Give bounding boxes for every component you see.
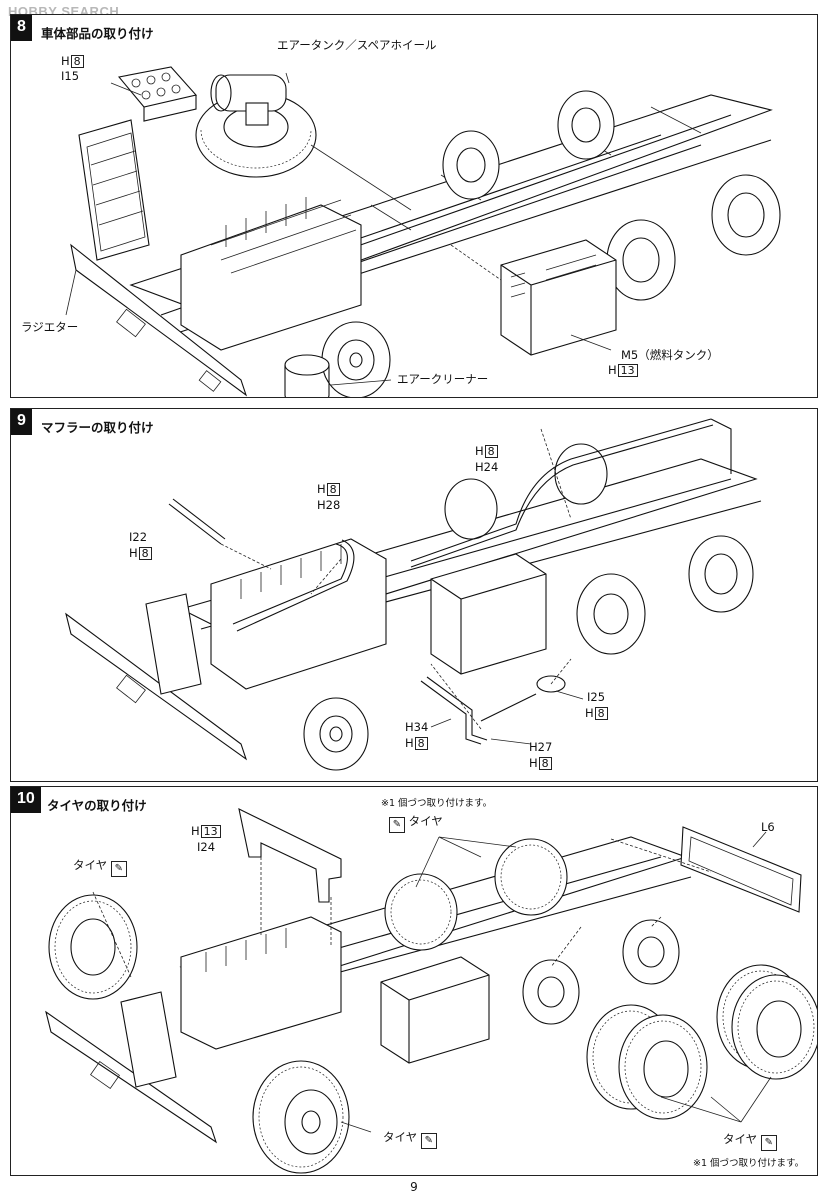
step-10-illustration xyxy=(45,808,817,1174)
h27-part-label: H27 xyxy=(529,740,553,754)
cement-icon: ✎ xyxy=(110,861,127,877)
cement-icon: ✎ xyxy=(389,817,405,833)
tire-label-bottom: タイヤ ✎ xyxy=(723,1133,777,1151)
step-10-panel: 10 タイヤの取り付け xyxy=(10,786,818,1176)
step-8-badge: 8 xyxy=(11,15,32,41)
note-one-at-a-time-top: ※1 個づつ取り付けます。 xyxy=(381,798,493,809)
h24-part-label: H24 xyxy=(475,460,499,474)
step-10-badge: 10 xyxy=(11,787,41,813)
page-number: 9 xyxy=(410,1180,418,1194)
step-9-panel: 9 マフラーの取り付け xyxy=(10,408,818,782)
tire-label-left: タイヤ ✎ xyxy=(73,859,127,877)
step-9-badge: 9 xyxy=(11,409,32,435)
cement-icon: ✎ xyxy=(420,1133,437,1149)
i24-part-label: I24 xyxy=(197,840,216,854)
step-8-panel: 8 車体部品の取り付け xyxy=(10,14,818,398)
air-tank-label: エアータンク／スペアホイール xyxy=(277,38,437,52)
tire-label-top: ✎ タイヤ xyxy=(389,815,443,833)
note-one-at-a-time-bottom: ※1 個づつ取り付けます。 xyxy=(693,1158,805,1169)
l6-part-label: L6 xyxy=(761,820,775,834)
step-9-title: マフラーの取り付け xyxy=(41,420,154,435)
step-8-illustration xyxy=(65,66,781,397)
cement-icon: ✎ xyxy=(760,1135,777,1151)
i22-part-label: I22 xyxy=(129,530,148,544)
h28-part-label: H28 xyxy=(317,498,341,512)
tire-label-front: タイヤ ✎ xyxy=(383,1131,437,1149)
h34-part-label: H34 xyxy=(405,720,429,734)
step-10-title: タイヤの取り付け xyxy=(47,798,147,813)
m5-fuel-tank-label: M5（燃料タンク） xyxy=(621,348,719,362)
radiator-label: ラジエター xyxy=(21,320,79,334)
air-cleaner-label: エアークリーナー xyxy=(397,372,489,386)
step-9-illustration xyxy=(65,418,762,771)
step-8-title: 車体部品の取り付け xyxy=(41,26,154,41)
i15-part-label: I15 xyxy=(61,69,80,83)
i25-part-label: I25 xyxy=(587,690,606,704)
